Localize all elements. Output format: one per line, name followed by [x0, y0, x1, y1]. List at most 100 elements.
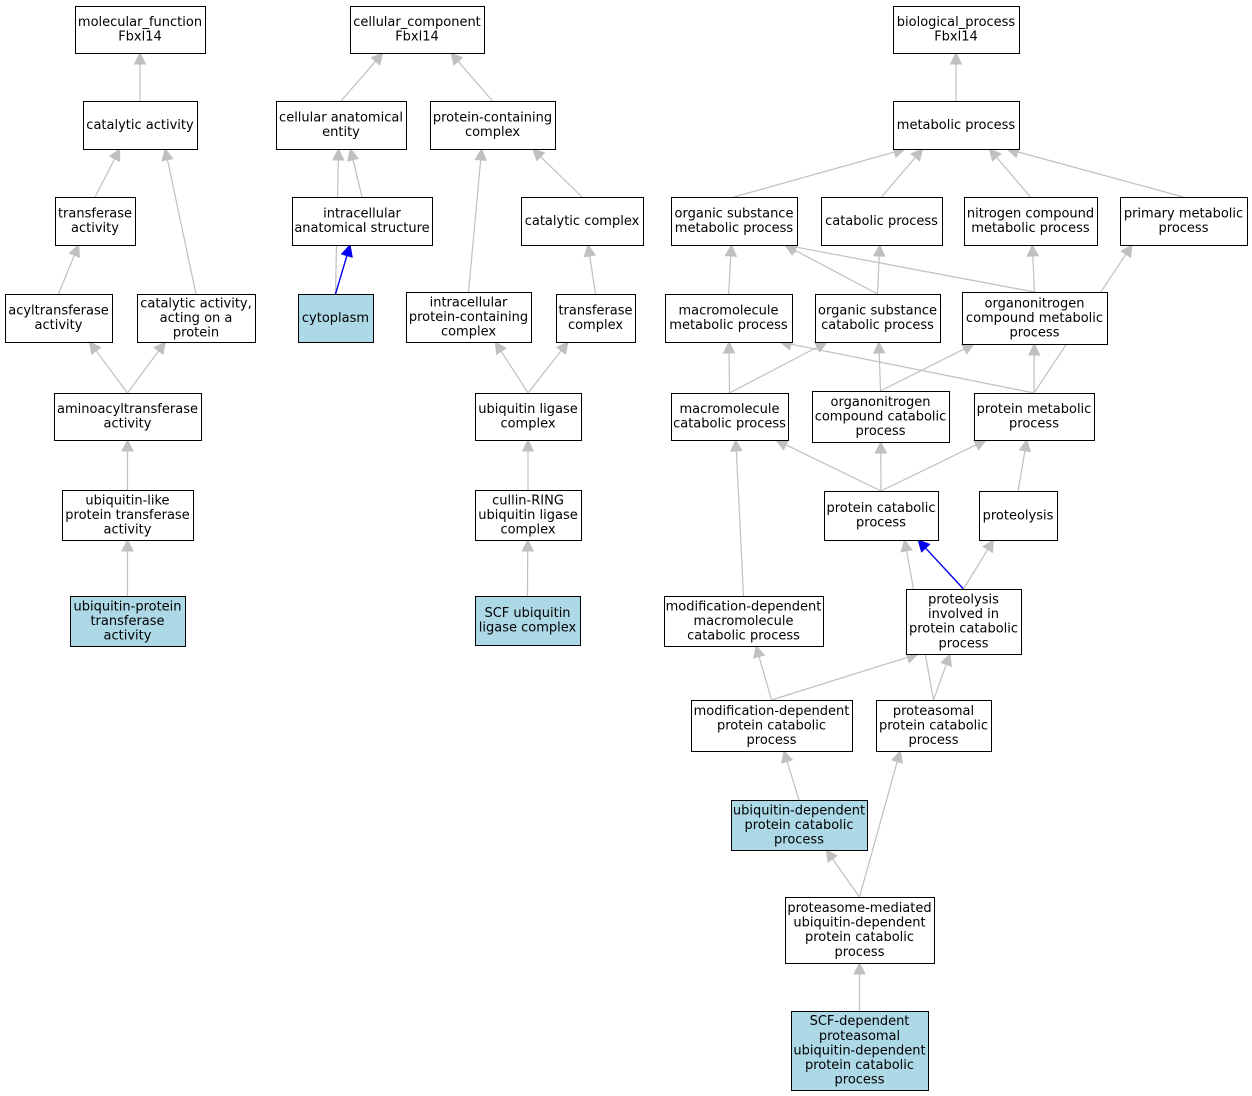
- edges-layer: [57, 51, 1184, 1011]
- edge-protein-catabolic-to-protein-metabolic: [880, 439, 988, 492]
- node-label-line: process: [1159, 221, 1209, 236]
- node-label-line: metabolic process: [897, 118, 1016, 133]
- edge-proteasomal-protein-catabolic-to-proteolysis-involved: [932, 652, 953, 701]
- node-label-line: acting on a: [160, 311, 233, 326]
- node-label-line: process: [939, 636, 989, 651]
- node-label-line: compound catabolic: [815, 409, 947, 424]
- edge-proteasome-mediated-to-ubiquitin-dependent-catabolic: [825, 849, 860, 898]
- node-label-line: ligase complex: [479, 621, 577, 636]
- node-box: [964, 197, 1098, 246]
- node-label-line: protein-containing: [433, 111, 552, 126]
- edge-macromolecule-metabolic-to-organic-substance-metabolic: [724, 243, 738, 295]
- node-label-line: protein catabolic: [826, 501, 935, 516]
- node-metabolic-process[interactable]: metabolic process: [893, 101, 1020, 150]
- node-proteasome-mediated[interactable]: proteasome-mediatedubiquitin-dependentpr…: [785, 897, 935, 964]
- node-label-line: complex: [441, 325, 496, 340]
- edge-aminoacyltransferase-activity-to-acyltransferase-activity: [88, 341, 128, 394]
- node-label-line: proteasome-mediated: [787, 901, 931, 916]
- node-label-line: complex: [465, 125, 520, 140]
- node-modification-dependent-macromolecule[interactable]: modification-dependentmacromoleculecatab…: [664, 596, 824, 647]
- node-catabolic-process[interactable]: catabolic process: [821, 197, 943, 246]
- node-box: [556, 294, 636, 343]
- edge-proteolysis-involved-to-protein-catabolic: [917, 539, 965, 590]
- node-catalytic-complex[interactable]: catalytic complex: [521, 197, 644, 246]
- node-label-line: ubiquitin-dependent: [793, 916, 925, 931]
- node-label-line: catabolic process: [825, 214, 938, 229]
- node-label-line: protein-containing: [409, 310, 528, 325]
- edge-scf-ubiquitin-ligase-to-cullin-ring: [521, 538, 535, 597]
- edge-catabolic-process-to-metabolic-process: [881, 148, 924, 198]
- node-label-line: primary metabolic: [1124, 207, 1243, 222]
- node-label-line: protein transferase: [65, 508, 189, 523]
- node-scf-dependent[interactable]: SCF-dependentproteasomalubiquitin-depend…: [791, 1011, 929, 1091]
- node-cytoplasm[interactable]: cytoplasm: [298, 294, 374, 343]
- node-label-line: protein catabolic: [744, 818, 853, 833]
- node-label-line: SCF-dependent: [810, 1014, 910, 1029]
- node-label-line: transferase: [90, 614, 164, 629]
- edge-organic-substance-catabolic-to-catabolic-process: [872, 243, 886, 295]
- edge-ubiquitin-protein-transferase-to-ubiquitin-like-transferase: [121, 538, 134, 596]
- edge-aminoacyltransferase-activity-to-catalytic-activity-protein: [127, 341, 166, 394]
- node-label-line: ubiquitin-like: [85, 493, 169, 508]
- node-box: [893, 101, 1020, 150]
- node-label-line: metabolic process: [971, 221, 1090, 236]
- node-label-line: proteasomal: [893, 704, 974, 719]
- node-proteolysis[interactable]: proteolysis: [979, 491, 1058, 541]
- node-label-line: modification-dependent: [666, 599, 822, 614]
- node-label-line: metabolic process: [675, 221, 794, 236]
- node-box: [876, 700, 992, 752]
- node-label-line: macromolecule: [679, 402, 779, 417]
- node-label-line: cellular_component: [353, 15, 481, 30]
- edge-protein-containing-complex-to-cellular-component: [450, 52, 493, 102]
- edge-ubiquitin-ligase-complex-to-transferase-complex: [527, 341, 569, 394]
- node-label-line: intracellular: [430, 295, 508, 310]
- node-label-line: protein metabolic: [977, 402, 1092, 417]
- node-catalytic-activity[interactable]: catalytic activity: [83, 101, 198, 150]
- node-box: [137, 294, 256, 343]
- node-label-line: cytoplasm: [302, 311, 369, 326]
- node-box: [298, 294, 374, 343]
- node-label-line: activity: [104, 523, 152, 538]
- node-label-line: catalytic activity: [86, 118, 194, 133]
- node-box: [824, 491, 939, 541]
- edge-organic-substance-catabolic-to-organic-substance-metabolic: [784, 244, 878, 295]
- edge-organic-substance-metabolic-to-metabolic-process: [733, 146, 907, 198]
- node-box: [475, 490, 582, 541]
- edge-scf-dependent-to-proteasome-mediated: [853, 961, 866, 1011]
- node-label-line: proteolysis: [928, 593, 999, 608]
- edge-catalytic-complex-to-protein-containing-complex: [531, 148, 583, 198]
